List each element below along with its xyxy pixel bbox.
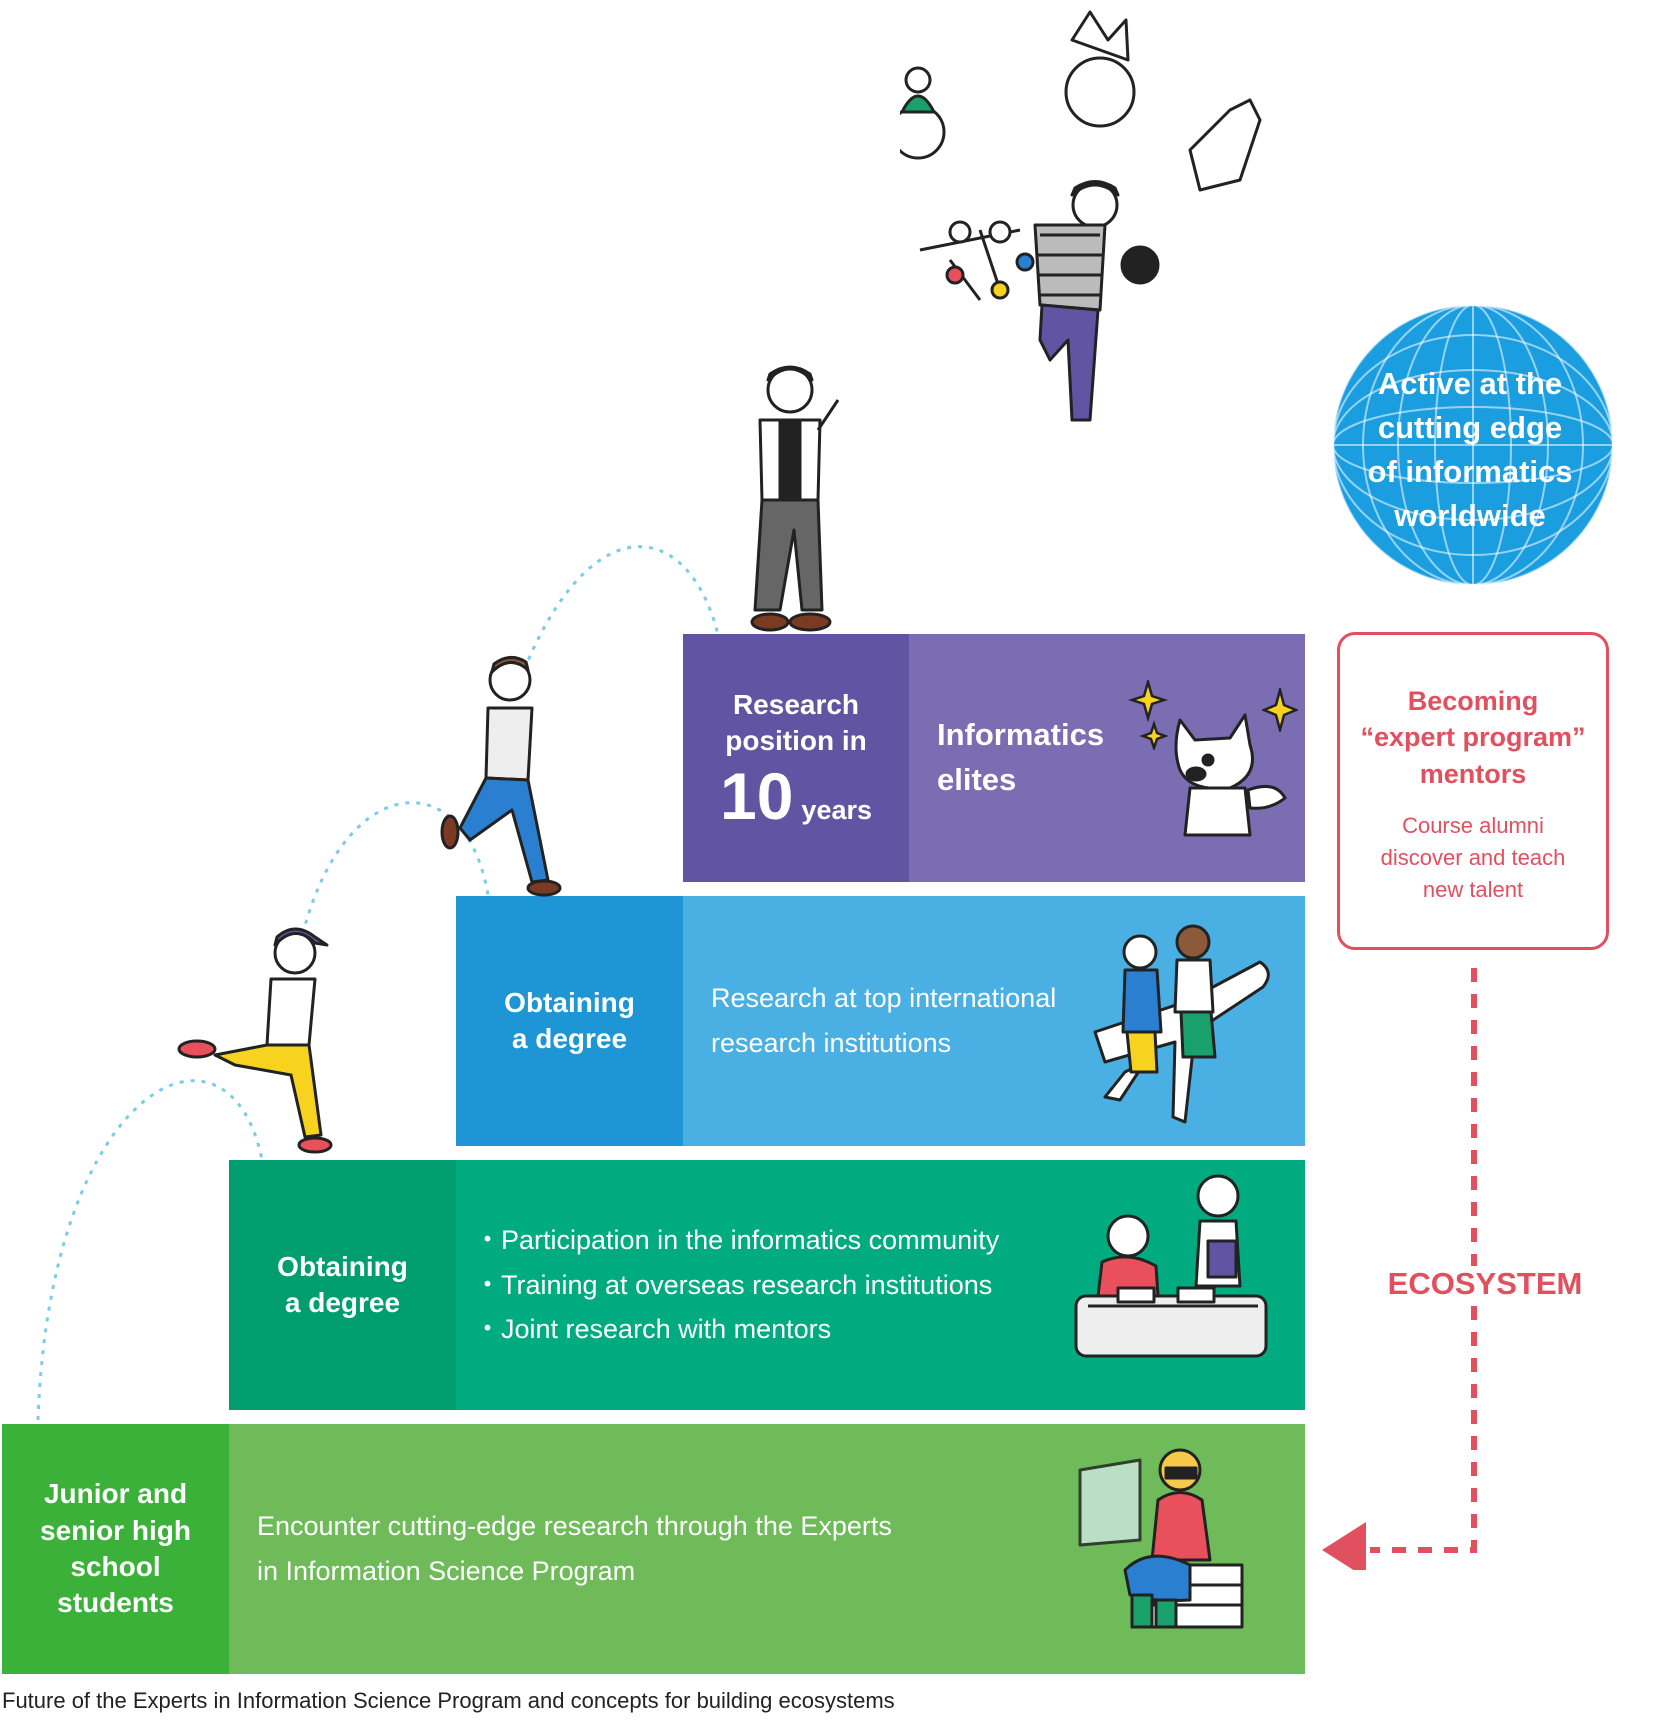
- step-bottom-desc-1: Encounter cutting-edge research through …: [257, 1511, 892, 1542]
- student-girl-on-books-icon: [1078, 1448, 1244, 1629]
- students-at-desk-icon: [1074, 1174, 1268, 1358]
- step-top-desc-2: elites: [937, 762, 1017, 797]
- step-bottom-label-4: students: [57, 1587, 174, 1619]
- step-third-desc-2: research institutions: [711, 1028, 952, 1058]
- step-top-label-1: Research: [732, 688, 860, 720]
- step-second-left: Obtaining a degree: [229, 1160, 456, 1410]
- runner-boy-icon: [440, 656, 562, 897]
- globe-label-4: worldwide: [1394, 498, 1546, 533]
- step-bottom-left: Junior and senior high school students: [2, 1424, 229, 1674]
- globe-icon: [1332, 304, 1614, 586]
- mentor-title-3: mentors: [1419, 758, 1527, 789]
- sparkle-icon: [1262, 688, 1298, 732]
- step-second-label-2: a degree: [284, 1287, 401, 1318]
- wolf-mascot-icon: [1174, 713, 1287, 837]
- mentor-desc-2: discover and teach: [1380, 845, 1566, 871]
- mentor-desc-1: Course alumni: [1402, 813, 1544, 839]
- ai-researcher-icon: [900, 10, 1262, 422]
- step-third-desc-1: Research at top international: [711, 983, 1057, 1014]
- list-item: ・Participation in the informatics commun…: [474, 1225, 1000, 1256]
- researcher-man-icon: [750, 365, 840, 632]
- runner-cap-boy-icon: [177, 927, 333, 1154]
- mentor-title-1: Becoming: [1407, 686, 1539, 716]
- riders-on-airplane-icon: [1093, 924, 1270, 1124]
- ecosystem-arrow: [1322, 968, 1477, 1570]
- list-item: ・Training at overseas research instituti…: [474, 1269, 993, 1300]
- mentor-title-2: “expert program”: [1360, 722, 1586, 753]
- step-bottom-label-1: Junior and: [43, 1478, 188, 1510]
- figure-caption: Future of the Experts in Information Sci…: [2, 1688, 895, 1713]
- mentor-desc-3: new talent: [1422, 877, 1524, 903]
- step-third-label-1: Obtaining: [504, 986, 635, 1018]
- step-bottom-label-3: school: [70, 1551, 161, 1582]
- step-top-left: Research position in 10 years: [683, 634, 909, 882]
- step-bottom-desc-2: in Information Science Program: [257, 1556, 636, 1586]
- list-item: ・Joint research with mentors: [474, 1314, 832, 1345]
- mentor-box: Becoming “expert program” mentors Course…: [1337, 632, 1609, 950]
- step-top-big-number: 10: [720, 759, 794, 834]
- globe-label-3: of informatics: [1367, 454, 1573, 489]
- step-top-years-word: years: [801, 795, 872, 826]
- globe-label: Active at the cutting edge of informatic…: [1330, 362, 1610, 538]
- step-top-desc-1: Informatics: [937, 717, 1105, 753]
- step-top-years: 10 years: [720, 763, 872, 829]
- step-third-left: Obtaining a degree: [456, 896, 683, 1146]
- ecosystem-label: ECOSYSTEM: [1368, 1266, 1602, 1302]
- step-third-label-2: a degree: [511, 1023, 628, 1054]
- step-second-right: ・Participation in the informatics commun…: [456, 1160, 1305, 1410]
- step-second-label-1: Obtaining: [277, 1250, 408, 1282]
- sparkle-icon: [1128, 680, 1168, 750]
- globe-label-1: Active at the: [1377, 366, 1563, 401]
- step-top-label-2: position in: [725, 725, 867, 756]
- step-bottom-label-2: senior high: [40, 1514, 191, 1546]
- globe-label-2: cutting edge: [1377, 410, 1563, 445]
